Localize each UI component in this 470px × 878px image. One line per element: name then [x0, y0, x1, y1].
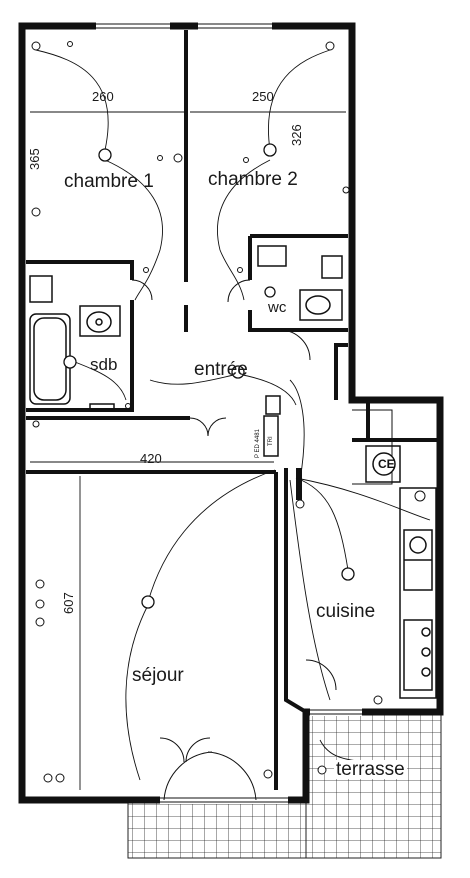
- dim-entree-width: 420: [140, 451, 162, 466]
- light-points: [63, 143, 355, 609]
- room-sejour: séjour: [132, 665, 184, 686]
- ce-label: CE: [378, 457, 395, 471]
- sdb-fixtures: [29, 275, 121, 411]
- room-chambre-1: chambre 1: [64, 171, 154, 192]
- dim-chambre2-depth: 326: [289, 124, 304, 146]
- room-cuisine: cuisine: [316, 601, 376, 622]
- kitchen-fixtures: [352, 409, 437, 699]
- room-chambre-2: chambre 2: [208, 169, 298, 190]
- exterior-walls: [18, 22, 444, 804]
- terrasse-deck: [127, 711, 442, 859]
- outlets: [31, 41, 426, 783]
- doors: [131, 279, 337, 801]
- dim-chambre1-depth: 365: [27, 148, 42, 170]
- electrical-panel: [263, 395, 302, 500]
- dim-sejour-depth: 607: [61, 592, 76, 614]
- dimension-lines: [30, 111, 346, 790]
- room-entree: entrée: [194, 359, 248, 380]
- interior-walls: [26, 30, 348, 790]
- room-wc: wc: [268, 299, 287, 316]
- tri-label: TRI: [268, 436, 274, 446]
- panel-label: P ED 4481: [255, 429, 261, 458]
- room-terrasse: terrasse: [334, 759, 407, 780]
- dim-chambre2-width: 250: [252, 89, 274, 104]
- dim-chambre1-width: 260: [92, 89, 114, 104]
- windows: [96, 22, 362, 804]
- electrical-wiring: [35, 49, 431, 781]
- ce-box: [365, 445, 401, 483]
- wc-fixtures: [257, 245, 343, 321]
- room-sdb: sdb: [90, 355, 118, 374]
